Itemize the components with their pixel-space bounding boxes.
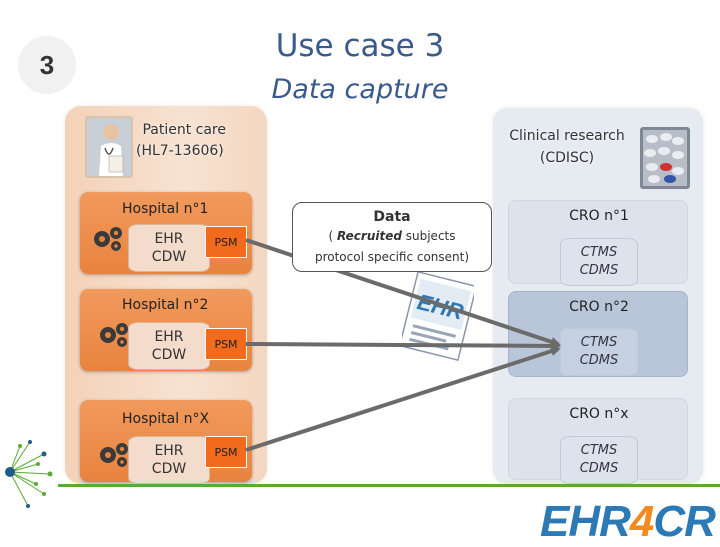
data-callout: Data ( Recruited subjects protocol speci… <box>292 202 492 272</box>
callout-title: Data <box>293 209 491 225</box>
callout-line-1: ( Recruited subjects <box>293 227 491 246</box>
arrow-hospital-x <box>246 349 558 450</box>
network-dots-icon <box>0 434 58 512</box>
arrow-hospital-2 <box>246 344 558 346</box>
recruited-term: Recruited <box>337 229 402 243</box>
footer-rule <box>58 484 720 487</box>
callout-line-2: protocol specific consent) <box>293 248 491 267</box>
